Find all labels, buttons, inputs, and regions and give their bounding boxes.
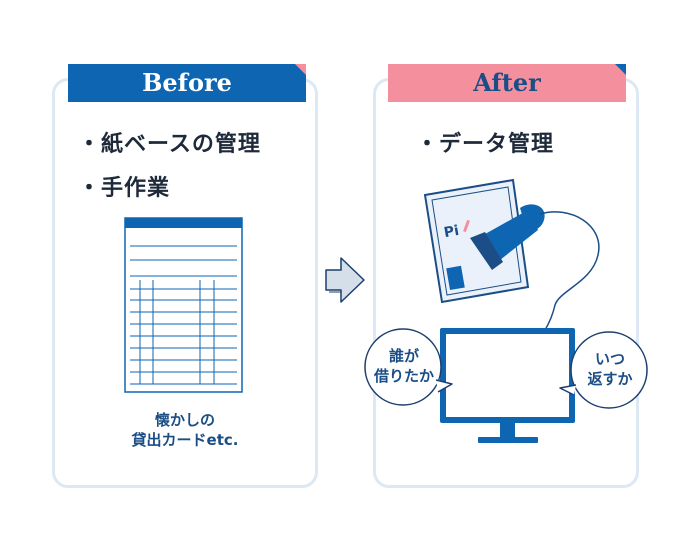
barcode-scanner-icon	[470, 204, 600, 331]
monitor-icon	[440, 328, 575, 443]
after-bullet-data: ・データ管理	[416, 132, 555, 157]
bubble-left-line2: 借りたか	[373, 367, 434, 385]
card-caption-line2: 貸出カードetc.	[131, 431, 239, 449]
bubble-right-line2: 返すか	[587, 370, 633, 388]
after-label-corner	[615, 64, 626, 75]
library-card-icon	[124, 217, 243, 393]
card-caption-line1: 懐かしの	[154, 411, 215, 429]
before-label: Before	[68, 64, 306, 102]
after-label: After	[388, 64, 626, 102]
speech-bubble-left-icon	[364, 328, 453, 406]
before-bullet-manual: ・手作業	[78, 176, 171, 201]
bubble-left-line1: 誰が	[388, 347, 419, 365]
before-bullet-paper: ・紙ベースの管理	[78, 132, 261, 157]
speech-bubble-right-icon	[559, 331, 648, 409]
before-label-corner	[295, 64, 306, 75]
bubble-right-line1: いつ	[594, 350, 625, 368]
arrow-right-icon	[325, 257, 365, 303]
book-badge-text: Pi	[442, 222, 461, 242]
